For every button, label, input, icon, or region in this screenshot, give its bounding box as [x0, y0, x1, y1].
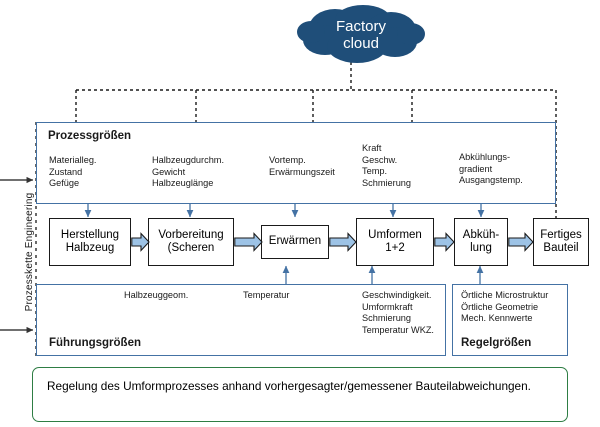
box-fertiges-bauteil[interactable]: Fertiges Bauteil: [533, 218, 589, 266]
item-halbzeug: Halbzeugdurchm. Gewicht Halbzeuglänge: [152, 155, 225, 189]
flow-arrow-2: [234, 232, 263, 252]
flow-arrow-4: [434, 232, 455, 252]
fuehrungsgroessen-group: [36, 284, 446, 356]
guide-temperatur: Temperatur: [243, 290, 290, 300]
flow-arrow-5: [508, 232, 534, 252]
box-erwaermen[interactable]: Erwärmen: [261, 225, 329, 259]
prozessgroessen-title: Prozessgrößen: [48, 130, 132, 142]
flow-arrow-1: [131, 232, 150, 252]
guide-umformen: Geschwindigkeit. Umformkraft Schmierung …: [362, 290, 434, 335]
box-herstellung[interactable]: Herstellung Halbzeug: [49, 218, 131, 266]
guide-halbzeuggeom: Halbzeuggeom.: [124, 290, 189, 300]
regelgroessen-title: Regelgrößen: [461, 337, 532, 349]
item-vortemp: Vortemp. Erwärmungszeit: [269, 155, 335, 177]
item-abkuehlung: Abkühlungs- gradient Ausgangstemp.: [459, 152, 523, 186]
box-vorbereitung[interactable]: Vorbereitung (Scheren: [148, 218, 234, 266]
prozessgroessen-group: [36, 122, 556, 204]
control-values: Örtliche Microstruktur Örtliche Geometri…: [461, 290, 549, 324]
box-abkuehlung[interactable]: Abküh- lung: [454, 218, 508, 266]
caption-box: Regelung des Umformprozesses anhand vorh…: [32, 367, 568, 422]
prozesskette-engineering-label: Prozesskette Engineering: [24, 192, 35, 312]
fuehrungsgroessen-title: Führungsgrößen: [49, 337, 141, 349]
regelgroessen-group: [452, 284, 568, 356]
flow-arrow-3: [329, 232, 357, 252]
factory-cloud: Factory cloud: [295, 4, 427, 66]
item-kraft: Kraft Geschw. Temp. Schmierung: [362, 143, 412, 188]
caption-text: Regelung des Umformprozesses anhand vorh…: [47, 379, 531, 393]
item-material: Materialleg. Zustand Gefüge: [49, 155, 97, 189]
box-umformen[interactable]: Umformen 1+2: [356, 218, 434, 266]
